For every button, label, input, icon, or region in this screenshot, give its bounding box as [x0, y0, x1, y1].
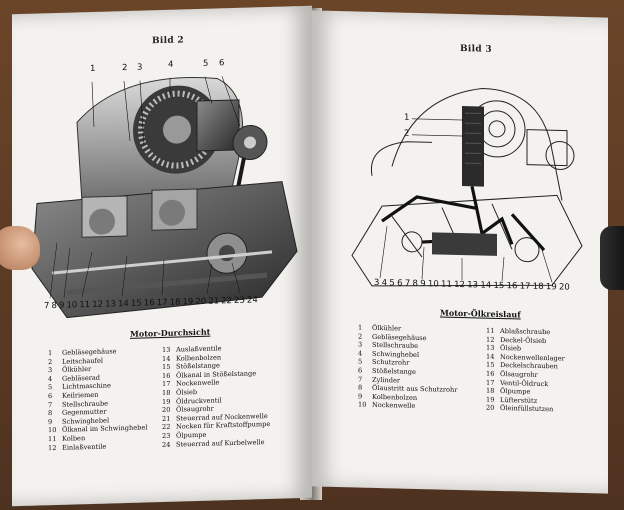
figure-label-bild-2: Bild 2	[152, 35, 184, 47]
legend-text: Öleinfüllstutzen	[500, 404, 554, 414]
callout-r19: 19	[545, 282, 557, 293]
legend-number: 6	[358, 366, 363, 375]
callout-r15: 15	[493, 280, 505, 292]
figure-label-bild-3: Bild 3	[460, 44, 492, 55]
callout-8: 8	[51, 300, 57, 312]
callout-24: 24	[246, 295, 258, 306]
legend-number: 24	[162, 440, 171, 449]
figure-caption-right: Motor-Ölkreislauf	[440, 307, 521, 320]
callout-r14: 14	[480, 280, 492, 291]
callout-11: 11	[79, 300, 91, 311]
callout-14: 14	[118, 298, 129, 310]
callout-13: 13	[105, 299, 116, 310]
callout-10: 10	[66, 300, 78, 311]
legend-number: 2	[358, 332, 363, 341]
callout-r6: 6	[397, 278, 403, 289]
callout-7: 7	[44, 301, 50, 312]
legend-row: 20 Öleinfüllstutzen	[486, 404, 602, 415]
right-page: Bild 3	[312, 10, 608, 494]
callout-6: 6	[219, 58, 225, 69]
thumb	[0, 226, 40, 270]
legend-number: 7	[358, 375, 363, 384]
callout-2: 2	[122, 62, 128, 74]
callout-r11: 11	[441, 279, 452, 290]
callout-r12: 12	[454, 279, 465, 291]
callout-17: 17	[156, 297, 168, 309]
legend-number: 15	[486, 361, 495, 370]
callout-4: 4	[168, 59, 174, 70]
legend-number: 1	[358, 323, 363, 332]
legend-row: 10 Nockenwelle	[358, 401, 486, 413]
oil-circuit-illustration	[351, 88, 583, 287]
legend-number: 4	[358, 349, 363, 358]
legend-number: 9	[358, 392, 363, 401]
legend-text: Einlaßventile	[62, 442, 107, 452]
left-page: Bild 2	[12, 5, 312, 507]
callout-r13: 13	[467, 280, 479, 291]
legend-number: 3	[358, 340, 363, 349]
legend-number: 10	[358, 400, 367, 410]
callout-r9: 9	[420, 279, 426, 290]
callout-r3: 3	[374, 277, 380, 289]
callout-r5: 5	[389, 278, 395, 289]
callout-19: 19	[182, 297, 194, 308]
legend-number: 20	[486, 403, 495, 413]
callout-12: 12	[92, 299, 104, 310]
legend-number: 5	[358, 357, 363, 366]
callout-18: 18	[169, 297, 181, 308]
callout-r7: 7	[404, 278, 411, 289]
legend-number: 8	[358, 383, 363, 392]
callout-16: 16	[143, 298, 155, 309]
legend-number: 11	[486, 326, 495, 335]
callout-r17: 17	[519, 281, 531, 292]
callout-r20: 20	[559, 282, 570, 293]
callout-r18: 18	[532, 281, 544, 293]
legend-text: Steuerrad auf Kurbelwelle	[176, 437, 265, 449]
callout-15: 15	[130, 298, 142, 309]
callout-r8: 8	[412, 278, 418, 289]
legend-number: 12	[48, 443, 57, 452]
legend-text: Nockenwelle	[176, 378, 220, 388]
callout-9: 9	[58, 300, 65, 311]
legend-number: 13	[486, 343, 495, 353]
callout-r10: 10	[427, 279, 439, 290]
legend-number: 14	[486, 352, 495, 361]
callout-r1: 1	[404, 112, 410, 123]
legend-number: 16	[486, 369, 495, 378]
legend-number: 19	[486, 395, 495, 404]
callout-20: 20	[195, 296, 207, 308]
callout-1: 1	[90, 63, 96, 75]
page-clip	[600, 226, 624, 290]
callout-21: 21	[208, 296, 220, 307]
legend-text: Nockenwelle	[372, 401, 416, 411]
callout-r2: 2	[404, 128, 410, 139]
callout-3: 3	[137, 62, 143, 73]
callout-5: 5	[203, 58, 209, 69]
callout-23: 23	[234, 295, 245, 306]
legend-number: 17	[486, 378, 495, 387]
legend-number: 18	[486, 386, 495, 395]
callout-r4: 4	[381, 278, 388, 289]
callout-22: 22	[221, 296, 232, 307]
callout-r16: 16	[506, 281, 518, 292]
legend-number: 12	[486, 335, 495, 344]
engine-cutaway-illustration	[31, 76, 298, 319]
